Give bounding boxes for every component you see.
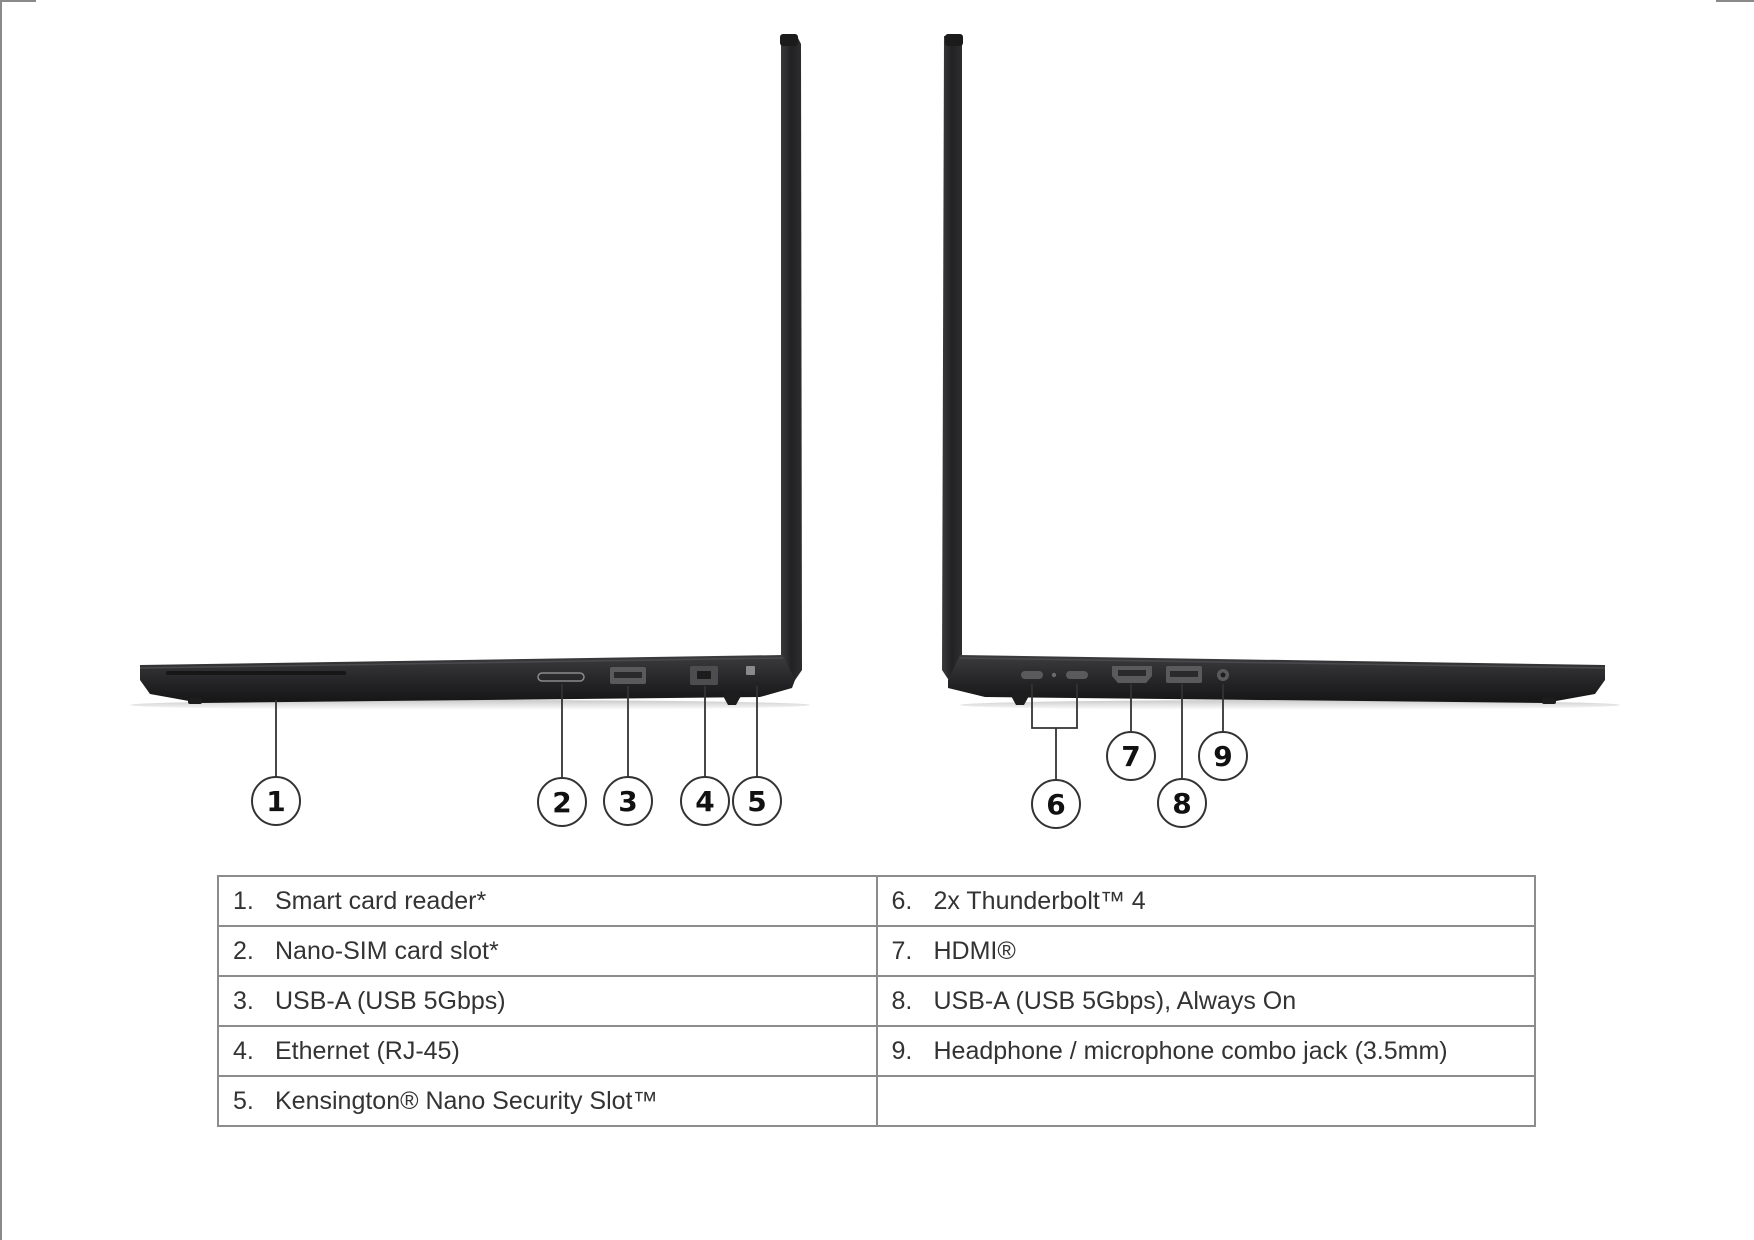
table-cell: 7. HDMI® (875, 925, 1536, 977)
table-cell: 6. 2x Thunderbolt™ 4 (875, 875, 1536, 927)
page-edge-top-left (0, 0, 36, 2)
kensington-slot (746, 666, 755, 675)
left-laptop-lid (781, 36, 802, 683)
callout-6: 6 (1031, 779, 1081, 829)
callout-7-label: 7 (1121, 740, 1140, 773)
left-view-callouts: 1 2 3 4 5 (251, 776, 782, 827)
item-label: Ethernet (RJ-45) (275, 1036, 460, 1065)
item-number: 8. (891, 986, 913, 1015)
table-cell: 2. Nano-SIM card slot* (217, 925, 878, 977)
laptop-side-views: 1 2 3 4 5 6 (130, 34, 1620, 829)
nano-sim-slot (537, 672, 585, 682)
table-cell: 9. Headphone / microphone combo jack (3.5… (875, 1025, 1536, 1077)
leader-line-6 (1031, 684, 1078, 729)
thunderbolt-port-1 (1021, 671, 1043, 679)
item-label: 2x Thunderbolt™ 4 (933, 886, 1146, 915)
usb-a-port-left-tongue (614, 672, 642, 678)
page-edge-left (0, 0, 2, 1240)
table-cell: 3. USB-A (USB 5Gbps) (217, 975, 878, 1027)
usb-a-port-right-tongue (1170, 671, 1198, 677)
table-cell (875, 1075, 1536, 1127)
right-side-laptop (942, 34, 1620, 710)
right-view-callouts: 6 7 8 9 (1031, 731, 1248, 829)
smart-card-slot (166, 671, 346, 675)
callout-3-label: 3 (618, 785, 637, 818)
item-label: USB-A (USB 5Gbps), Always On (933, 986, 1297, 1015)
callout-3: 3 (603, 776, 653, 826)
item-number: 2. (233, 936, 254, 965)
table-cell: 5. Kensington® Nano Security Slot™ (217, 1075, 878, 1127)
table-cell: 4. Ethernet (RJ-45) (217, 1025, 878, 1077)
callout-5-label: 5 (747, 785, 766, 818)
table-row: 5. Kensington® Nano Security Slot™ (217, 1075, 1536, 1127)
item-number: 4. (233, 1036, 254, 1065)
callout-9-label: 9 (1213, 740, 1232, 773)
callout-4-label: 4 (695, 785, 714, 818)
item-number: 1. (233, 886, 254, 915)
table-row: 3. USB-A (USB 5Gbps) 8. USB-A (USB 5Gbps),… (217, 975, 1536, 1027)
right-lid-top-cap (945, 34, 963, 46)
left-base-top-edge (139, 657, 784, 669)
item-number: 5. (233, 1086, 254, 1115)
callout-1: 1 (251, 776, 301, 826)
callout-8-label: 8 (1172, 787, 1191, 820)
ethernet-port-jack (697, 671, 711, 679)
item-number: 6. (891, 886, 913, 915)
thunderbolt-led (1051, 672, 1057, 678)
callout-4: 4 (680, 776, 730, 826)
table-row: 2. Nano-SIM card slot* 7. HDMI® (217, 925, 1536, 977)
callout-9: 9 (1198, 731, 1248, 781)
table-row: 4. Ethernet (RJ-45) 9. Headphone / microph… (217, 1025, 1536, 1077)
item-label: USB-A (USB 5Gbps) (275, 986, 506, 1015)
callout-7: 7 (1106, 731, 1156, 781)
item-number: 3. (233, 986, 254, 1015)
page-edge-top-right (1716, 0, 1754, 2)
table-cell: 1. Smart card reader* (217, 875, 878, 927)
hdmi-port-inner (1118, 670, 1146, 676)
callout-1-label: 1 (266, 785, 285, 818)
left-lid-top-cap (780, 34, 798, 46)
item-label: HDMI® (933, 936, 1016, 965)
callout-2: 2 (537, 777, 587, 827)
callout-6-label: 6 (1046, 788, 1065, 821)
right-rear-foot (1010, 694, 1030, 705)
left-laptop-shadow (130, 700, 810, 710)
ports-legend-table: 1. Smart card reader* 6. 2x Thunderbolt™ 4… (217, 875, 1536, 1127)
item-label: Kensington® Nano Security Slot™ (275, 1086, 658, 1115)
right-base-top-edge (959, 657, 1606, 669)
table-cell: 8. USB-A (USB 5Gbps), Always On (875, 975, 1536, 1027)
audio-jack-hole (1220, 672, 1226, 678)
callout-8: 8 (1157, 778, 1207, 828)
item-number: 9. (891, 1036, 913, 1065)
thunderbolt-port-2 (1066, 671, 1088, 679)
right-laptop-lid (942, 36, 962, 682)
right-laptop-shadow (960, 700, 1620, 710)
left-rear-foot (722, 694, 742, 705)
leader-lines (275, 684, 1224, 780)
table-row: 1. Smart card reader* 6. 2x Thunderbolt™ 4 (217, 875, 1536, 927)
left-front-foot (188, 698, 202, 704)
item-label: Headphone / microphone combo jack (3.5mm… (933, 1036, 1448, 1065)
item-label: Smart card reader* (275, 886, 487, 915)
callout-5: 5 (732, 776, 782, 826)
callout-2-label: 2 (552, 786, 571, 819)
item-label: Nano-SIM card slot* (275, 936, 499, 965)
item-number: 7. (891, 936, 913, 965)
left-side-laptop (130, 34, 810, 710)
right-front-foot (1542, 698, 1556, 704)
